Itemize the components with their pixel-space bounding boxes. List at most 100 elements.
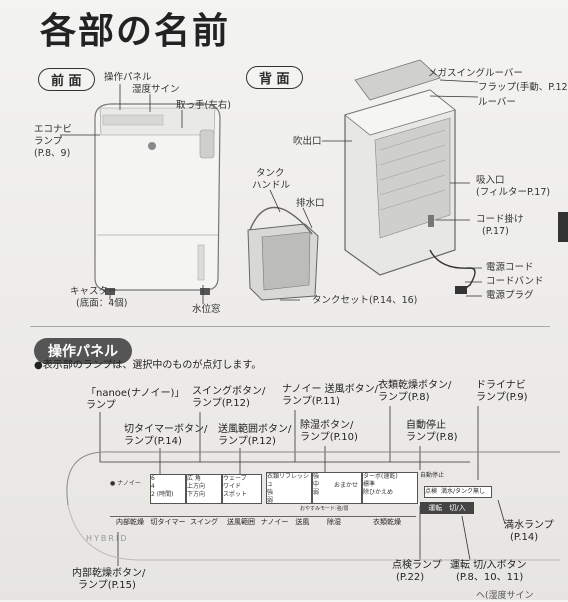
label-tank-set: タンクセット(P.14、16)	[312, 295, 418, 306]
nanoe-fan-lamp-strong: 強	[267, 489, 274, 496]
label-drynavi-2: ランプ(P.9)	[476, 392, 528, 403]
label-humidity-sign: 湿度サイン	[132, 84, 180, 95]
back-unit-illustration	[344, 59, 476, 294]
front-callout-lines	[60, 84, 204, 304]
dehumid-lamps: 強 中 弱	[312, 472, 362, 504]
check-lamp: 点検	[425, 488, 438, 495]
label-drynavi: ドライナビ	[476, 380, 526, 391]
clothes-lamps: ターボ(速乾) 標準 除ひかえめ	[362, 472, 418, 504]
label-cord-band: コードバンド	[486, 276, 544, 287]
panel-section-label: 操作パネル	[34, 338, 132, 364]
inner-dry-button[interactable]: 内部乾燥	[110, 516, 150, 527]
dehumid-lamp-mid: 中	[313, 481, 320, 488]
nanoe-fan-lamp-refresh: 衣類リフレッシュ	[267, 473, 310, 488]
label-flap: フラップ(手動、P.12)	[478, 82, 568, 93]
range-lamp-wide: ワイド	[223, 483, 242, 490]
panel-note: ●表示部のランプは、選択中のものが点灯します。	[34, 360, 262, 371]
label-off-timer: 切タイマーボタン/	[124, 424, 208, 435]
back-callout-lines	[322, 79, 482, 297]
timer-lamp-2: 2 (時間)	[151, 491, 174, 498]
clothes-lamp-standard: 標準	[363, 481, 376, 488]
swing-lamp-wide: 広 角	[187, 475, 201, 482]
label-louver: ルーバー	[478, 97, 516, 108]
label-inlet: 吸入口	[476, 175, 505, 186]
label-handle: 取っ手(左右)	[176, 100, 231, 111]
clothes-lamp-low: 除ひかえめ	[363, 489, 394, 496]
label-nanoe-lamp: 「nanoe(ナノイー)」	[86, 388, 185, 399]
nanoe-fan-lamp-weak: 弱	[267, 497, 274, 504]
nanoe-fan-button[interactable]: ナノイー 送風	[260, 516, 310, 526]
timer-lamp-6: 6	[151, 475, 155, 482]
back-section-label: 背 面	[246, 66, 303, 89]
label-drain: 排水口	[296, 198, 325, 209]
label-inner-dry-2: ランプ(P.15)	[78, 580, 136, 591]
range-lamp-wave: ウェーブ	[223, 475, 247, 482]
label-auto-stop-2: ランプ(P.8)	[406, 432, 458, 443]
range-lamp-spot: スポット	[223, 491, 248, 498]
label-power-cord: 電源コード	[486, 262, 534, 273]
swing-lamps: 広 角 上方向 下方向	[186, 474, 222, 504]
dehumid-lamp-strong: 強	[313, 473, 320, 480]
run-on-off-button[interactable]: 運転 切/入	[420, 502, 474, 514]
label-auto-stop: 自動停止	[406, 420, 446, 431]
label-power-plug: 電源プラグ	[486, 290, 534, 301]
panel-buttons-row: 内部乾燥 切タイマー スイング 送風範囲 ナノイー 送風 除湿 衣類乾燥	[110, 516, 416, 527]
label-outlet: 吹出口	[293, 136, 322, 147]
label-casters-2: (底面：4個)	[76, 298, 128, 309]
label-dehumid: 除湿ボタン/	[300, 420, 354, 431]
label-nanoe-fan-2: ランプ(P.11)	[282, 396, 340, 407]
label-off-timer-2: ランプ(P.14)	[124, 436, 182, 447]
tank-illustration	[247, 206, 319, 301]
panel-small-note: おやすみモード:強/弱	[300, 506, 349, 512]
label-econavi-3: (P.8、9)	[34, 148, 71, 159]
nanoe-indicator: ● ナノイー	[110, 480, 141, 487]
label-operation-panel: 操作パネル	[104, 72, 152, 83]
dehumid-lamp-weak: 弱	[313, 489, 320, 496]
label-cord-hook: コード掛け	[476, 214, 524, 225]
label-clothes: 衣類乾燥ボタン/	[378, 380, 452, 391]
timer-lamp-4: 4	[151, 483, 155, 490]
label-water-window: 水位窓	[192, 304, 221, 315]
label-tank-handle: タンク	[256, 168, 285, 179]
label-range: 送風範囲ボタン/	[218, 424, 292, 435]
page-title: 各部の名前	[40, 11, 231, 52]
label-casters: キャスター	[70, 286, 118, 297]
nanoe-fan-lamps: 衣類リフレッシュ 強 弱	[266, 472, 312, 504]
hybrid-logo: HYBRID	[86, 534, 129, 543]
section-divider	[30, 326, 550, 327]
label-run-2: (P.8、10、11)	[456, 572, 524, 583]
label-full-water-2: (P.14)	[510, 532, 539, 543]
product-illustrations	[60, 59, 482, 304]
dehumid-auto-lamp: おまかせ	[334, 482, 359, 489]
auto-stop-lamp: 自動停止	[420, 472, 445, 479]
range-lamps: ウェーブ ワイド スポット	[222, 474, 262, 504]
front-unit-illustration	[94, 103, 221, 295]
label-tank-handle-2: ハンドル	[252, 180, 291, 191]
swing-lamp-up: 上方向	[187, 483, 206, 490]
label-econavi: エコナビ	[34, 124, 73, 135]
front-section-label: 前 面	[38, 68, 95, 91]
label-swing-2: ランプ(P.12)	[192, 398, 250, 409]
label-econavi-2: ランプ	[34, 136, 63, 147]
label-nanoe-fan: ナノイー 送風ボタン/	[282, 384, 379, 395]
dehumid-button[interactable]: 除湿	[310, 516, 358, 527]
label-nanoe-lamp-2: ランプ	[86, 400, 116, 411]
timer-lamps: 6 4 2 (時間)	[150, 474, 186, 504]
label-inlet-2: (フィルターP.17)	[476, 187, 551, 198]
label-inner-dry: 内部乾燥ボタン/	[72, 568, 146, 579]
label-full-water: 満水ランプ	[504, 520, 554, 531]
label-cord-hook-2: (P.17)	[482, 226, 509, 237]
swing-button[interactable]: スイング	[186, 516, 222, 527]
side-index-tab	[558, 212, 568, 242]
label-clothes-2: ランプ(P.8)	[378, 392, 430, 403]
label-mega-swing: メガスイングルーバー	[428, 68, 523, 79]
label-check: 点検ランプ	[392, 560, 442, 571]
air-range-button[interactable]: 送風範囲	[222, 516, 260, 527]
off-timer-button[interactable]: 切タイマー	[150, 516, 186, 526]
clothes-lamp-turbo: ターボ(速乾)	[363, 473, 398, 480]
label-swing: スイングボタン/	[192, 386, 266, 397]
swing-lamp-down: 下方向	[187, 491, 206, 498]
clothes-dry-button[interactable]: 衣類乾燥	[358, 516, 416, 527]
check-full-lamps: 点検 満水/タンク無し	[424, 486, 492, 498]
full-water-lamp: 満水/タンク無し	[441, 488, 486, 495]
